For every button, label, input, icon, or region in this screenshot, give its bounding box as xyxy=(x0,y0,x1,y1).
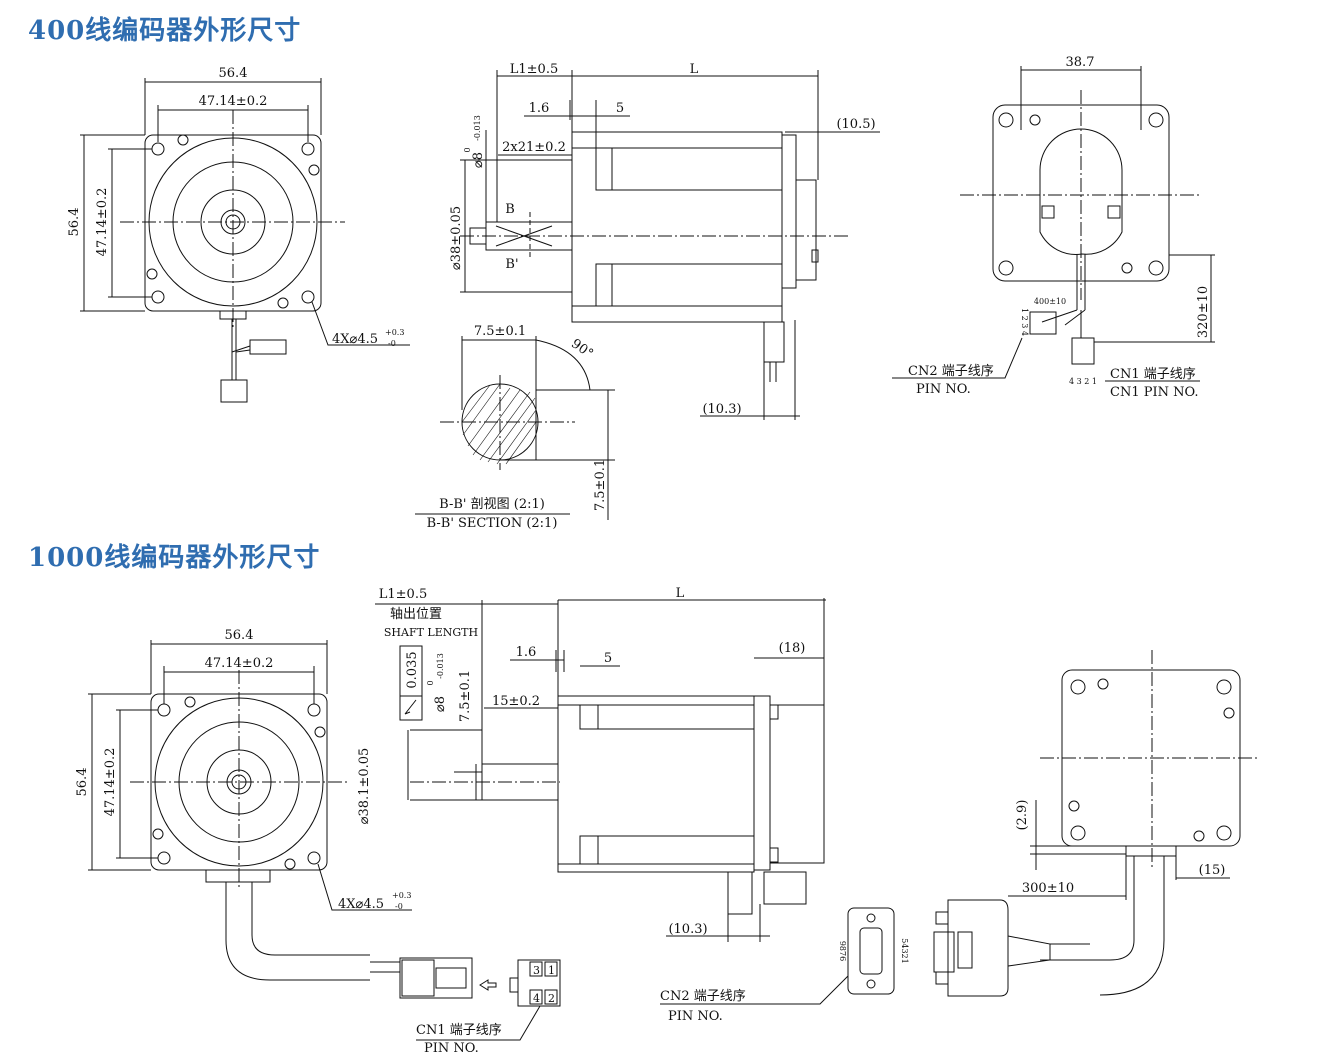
dim-cable-1000: 300±10 xyxy=(1022,881,1074,896)
dim-pitch-v-400: 47.14±0.2 xyxy=(95,188,110,257)
dim-pitch-1000: 47.14±0.2 xyxy=(205,656,274,671)
cn1-label-cn-400: CN1 端子线序 xyxy=(1110,367,1196,382)
dim-keyway-1000: 15±0.2 xyxy=(492,694,540,709)
cn2-label-cn-1000: CN2 端子线序 xyxy=(660,989,746,1004)
dim-5-400: 5 xyxy=(616,101,624,116)
dim-height-400: 56.4 xyxy=(67,208,82,237)
cn1-pin-1: 1 xyxy=(548,964,555,977)
dim-shaft-tol-top-400: 0 xyxy=(463,147,472,152)
dim-holes-400: 4X⌀4.5 xyxy=(332,332,378,347)
dim-width-1000: 56.4 xyxy=(225,628,254,643)
rear-view-400 xyxy=(892,66,1215,382)
dim-angle-400: 90° xyxy=(568,336,595,362)
dim-pilot-1000: ⌀38.1±0.05 xyxy=(357,748,372,825)
dim-flat-v-400: 7.5±0.1 xyxy=(593,459,608,511)
dim-cable-400: 320±10 xyxy=(1196,286,1211,338)
cn1-label-cn-1000: CN1 端子线序 xyxy=(416,1023,502,1038)
rear-view-1000 xyxy=(933,650,1260,997)
dim-10-3-1000: (10.3) xyxy=(668,922,707,937)
dim-5-1000: 5 xyxy=(604,651,612,666)
dim-width-400: 56.4 xyxy=(219,66,248,81)
dim-10-5-400: (10.5) xyxy=(836,117,875,132)
dim-holes-1000: 4X⌀4.5 xyxy=(338,897,384,912)
dim-holes-tol-top-1000: +0.3 xyxy=(392,891,411,900)
dim-18-1000: (18) xyxy=(779,641,806,656)
dim-holes-tol-top-400: +0.3 xyxy=(385,328,404,337)
cn1-pin-2: 2 xyxy=(548,992,555,1005)
cn1-pin-4: 4 xyxy=(533,992,540,1005)
cn1-label-en-1000: PIN NO. xyxy=(424,1041,479,1056)
dim-pilot-400: ⌀38±0.05 xyxy=(449,206,464,270)
dim-shaft-tol-bot-400: -0.013 xyxy=(473,115,482,141)
dim-height-1000: 56.4 xyxy=(75,768,90,797)
cn2-label-en-400: PIN NO. xyxy=(916,382,971,397)
dim-shaft-dia-400: ⌀8 xyxy=(471,152,486,168)
tolerance-box-value: 0.035 xyxy=(405,651,420,688)
dim-shaft-tol-bot-1000: -0.013 xyxy=(436,653,445,679)
dim-l1-1000: L1±0.5 xyxy=(379,587,427,602)
dim-2-9-1000: (2.9) xyxy=(1015,800,1030,831)
db9-pins-right: 54321 xyxy=(900,938,909,963)
dim-l-400: L xyxy=(690,62,699,77)
dim-shaft-tol-top-1000: 0 xyxy=(426,680,435,685)
cn1-pin-3: 3 xyxy=(533,964,540,977)
dim-10-3-400: (10.3) xyxy=(702,402,741,417)
dim-keyway-400: 2x21±0.2 xyxy=(502,140,566,155)
dim-shaft-dia-1000: ⌀8 xyxy=(433,696,448,712)
dim-cable2-400: 400±10 xyxy=(1034,297,1066,306)
front-view-400 xyxy=(80,78,410,403)
front-view-1000 xyxy=(88,640,561,1041)
cn1-label-en-400: CN1 PIN NO. xyxy=(1110,385,1199,400)
dim-pitch-400: 47.14±0.2 xyxy=(199,94,268,109)
section-caption-cn: B-B' 剖视图 (2:1) xyxy=(439,497,545,512)
dim-1-6-400: 1.6 xyxy=(529,101,550,116)
side-view-400 xyxy=(460,70,880,420)
title-400-encoder: 400线编码器外形尺寸 xyxy=(28,16,302,46)
shaft-length-label-en: SHAFT LENGTH xyxy=(384,626,478,639)
dim-15-1000: (15) xyxy=(1199,863,1226,878)
pins-cn1-400: 4 3 2 1 xyxy=(1069,377,1097,386)
section-caption-en: B-B' SECTION (2:1) xyxy=(427,516,558,531)
db9-pins-left: 9876 xyxy=(838,941,847,961)
dim-flat-1000: 7.5±0.1 xyxy=(458,670,473,722)
dim-l-1000: L xyxy=(676,586,685,601)
dim-flat-400: 7.5±0.1 xyxy=(474,324,526,339)
dim-width-rear-400: 38.7 xyxy=(1066,55,1095,70)
shaft-length-label-cn: 轴出位置 xyxy=(390,607,442,622)
side-view-1000 xyxy=(375,598,895,1005)
dim-holes-tol-bot-400: -0 xyxy=(388,339,396,348)
dim-pitch-v-1000: 47.14±0.2 xyxy=(103,748,118,817)
section-mark-b2-400: B' xyxy=(505,257,518,272)
dim-l1-400: L1±0.5 xyxy=(510,62,558,77)
cn2-label-cn-400: CN2 端子线序 xyxy=(908,364,994,379)
title-1000-encoder: 1000线编码器外形尺寸 xyxy=(28,543,321,573)
dim-holes-tol-bot-1000: -0 xyxy=(395,902,403,911)
dim-1-6-1000: 1.6 xyxy=(516,645,537,660)
section-bb-400 xyxy=(415,336,615,520)
cn2-label-en-1000: PIN NO. xyxy=(668,1009,723,1024)
section-mark-b-400: B xyxy=(505,202,515,217)
pins-cn2-400: 1 2 3 4 xyxy=(1020,308,1029,336)
